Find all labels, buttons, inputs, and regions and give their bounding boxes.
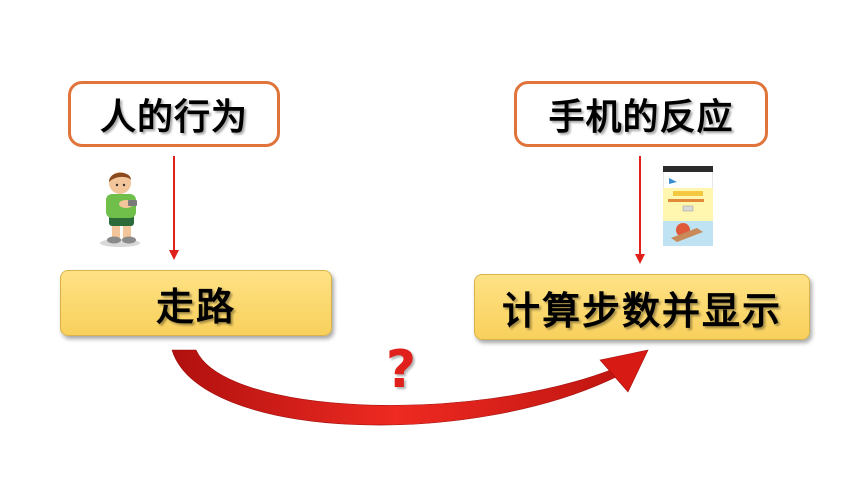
count-steps-box: 计算步数并显示 xyxy=(474,274,810,340)
curved-arrow-walk-to-count xyxy=(171,349,649,426)
phone-screen-icon xyxy=(663,166,713,246)
human-behavior-label: 人的行为 xyxy=(99,97,248,138)
walking-box: 走路 xyxy=(60,270,332,336)
count-steps-label: 计算步数并显示 xyxy=(501,288,782,333)
phone-response-box: 手机的反应 xyxy=(514,81,768,147)
human-behavior-box: 人的行为 xyxy=(68,81,280,147)
question-mark: ? xyxy=(385,340,417,400)
walking-boy-icon xyxy=(100,172,140,247)
phone-response-label: 手机的反应 xyxy=(548,97,734,138)
walking-label: 走路 xyxy=(155,284,236,329)
